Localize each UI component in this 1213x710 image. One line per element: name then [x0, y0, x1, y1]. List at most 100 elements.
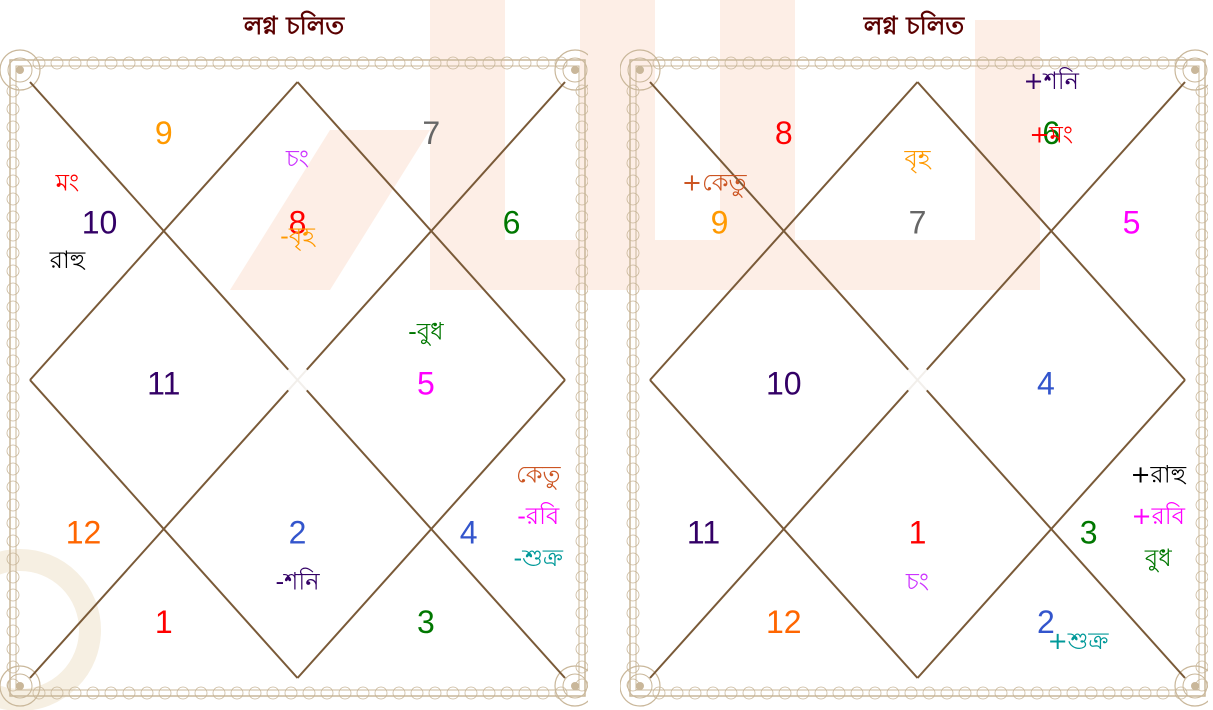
planet-label: -বৃহ [280, 222, 316, 251]
planet-label: চং [905, 568, 929, 596]
border-scroll [1196, 211, 1208, 223]
border-scroll [833, 687, 845, 699]
border-scroll [905, 57, 917, 69]
border-scroll [69, 687, 81, 699]
border-scroll [7, 409, 19, 421]
border-scroll [195, 687, 207, 699]
border-scroll [7, 643, 19, 655]
sign-number: 12 [66, 514, 102, 550]
planet-label: +রবি [1131, 502, 1185, 530]
house-5: 3+রাহু+রবিবুধ [1080, 460, 1187, 572]
sign-number: 5 [1123, 204, 1141, 240]
border-scroll [576, 139, 588, 151]
border-scroll [1196, 373, 1208, 385]
border-scroll [743, 57, 755, 69]
border-scroll [429, 57, 441, 69]
border-scroll [576, 571, 588, 583]
border-scroll [627, 175, 639, 187]
sign-number: 7 [422, 115, 440, 151]
house-11: 9 [711, 204, 729, 240]
border-scroll [576, 517, 588, 529]
border-scroll [7, 157, 19, 169]
planet-label: চং [285, 144, 309, 172]
border-scroll [576, 211, 588, 223]
border-scroll [627, 319, 639, 331]
border-scroll [7, 301, 19, 313]
frame-center [904, 366, 932, 394]
border-scroll [627, 607, 639, 619]
border-scroll [7, 319, 19, 331]
border-scroll [1139, 687, 1151, 699]
planet-label: বুধ [1144, 544, 1172, 572]
house-2: 6+শনি+মং [1023, 67, 1079, 151]
border-scroll [851, 687, 863, 699]
border-scroll [1196, 157, 1208, 169]
border-scroll [576, 337, 588, 349]
border-scroll [213, 57, 225, 69]
border-scroll [671, 57, 683, 69]
border-scroll [1196, 445, 1208, 457]
sign-number: 1 [155, 604, 173, 640]
border-scroll [869, 57, 881, 69]
border-scroll [627, 247, 639, 259]
border-scroll [7, 283, 19, 295]
border-scroll [627, 571, 639, 583]
border-scroll [1049, 687, 1061, 699]
border-scroll [1196, 535, 1208, 547]
border-scroll [627, 211, 639, 223]
border-scroll [627, 283, 639, 295]
planet-label: -বুধ [408, 317, 444, 345]
border-scroll [1013, 687, 1025, 699]
border-scroll [576, 463, 588, 475]
planet-label: রাহু [49, 246, 86, 274]
house-4: 5-বুধ [408, 317, 444, 401]
sign-number: 3 [417, 604, 435, 640]
corner-flourish [16, 66, 24, 74]
border-scroll [627, 535, 639, 547]
border-scroll [249, 687, 261, 699]
border-scroll [1196, 193, 1208, 205]
border-scroll [1157, 57, 1169, 69]
border-scroll [7, 139, 19, 151]
house-11: 10মংরাহু [49, 168, 118, 273]
border-scroll [797, 57, 809, 69]
border-scroll [339, 687, 351, 699]
border-scroll [707, 57, 719, 69]
border-scroll [725, 57, 737, 69]
border-scroll [7, 499, 19, 511]
border-scroll [627, 391, 639, 403]
border-scroll [7, 391, 19, 403]
border-scroll [576, 265, 588, 277]
border-scroll [105, 57, 117, 69]
border-scroll [321, 687, 333, 699]
sign-number: 3 [1080, 514, 1098, 550]
border-scroll [576, 607, 588, 619]
sign-number: 9 [155, 115, 173, 151]
border-scroll [7, 337, 19, 349]
border-scroll [7, 355, 19, 367]
frame-center [284, 366, 312, 394]
border-scroll [923, 687, 935, 699]
corner-flourish [571, 682, 579, 690]
border-scroll [7, 121, 19, 133]
border-scroll [213, 687, 225, 699]
border-scroll [869, 687, 881, 699]
border-scroll [1196, 481, 1208, 493]
house-8: 1 [155, 604, 173, 640]
border-scroll [627, 139, 639, 151]
border-scroll [7, 193, 19, 205]
border-scroll [576, 175, 588, 187]
border-scroll [1196, 589, 1208, 601]
house-12: 8+কেতু [682, 115, 793, 198]
border-scroll [707, 687, 719, 699]
border-scroll [1196, 229, 1208, 241]
border-scroll [483, 57, 495, 69]
chart-diagram: 7বৃহ6+শনি+মং543+রাহু+রবিবুধ2+শুক্র1চং121… [620, 0, 1208, 710]
border-scroll [941, 57, 953, 69]
sign-number: 9 [711, 204, 729, 240]
planet-label: কেতু [516, 460, 562, 489]
house-3: 6 [503, 204, 521, 240]
border-scroll [1196, 517, 1208, 529]
border-scroll [576, 643, 588, 655]
border-scroll [1121, 687, 1133, 699]
